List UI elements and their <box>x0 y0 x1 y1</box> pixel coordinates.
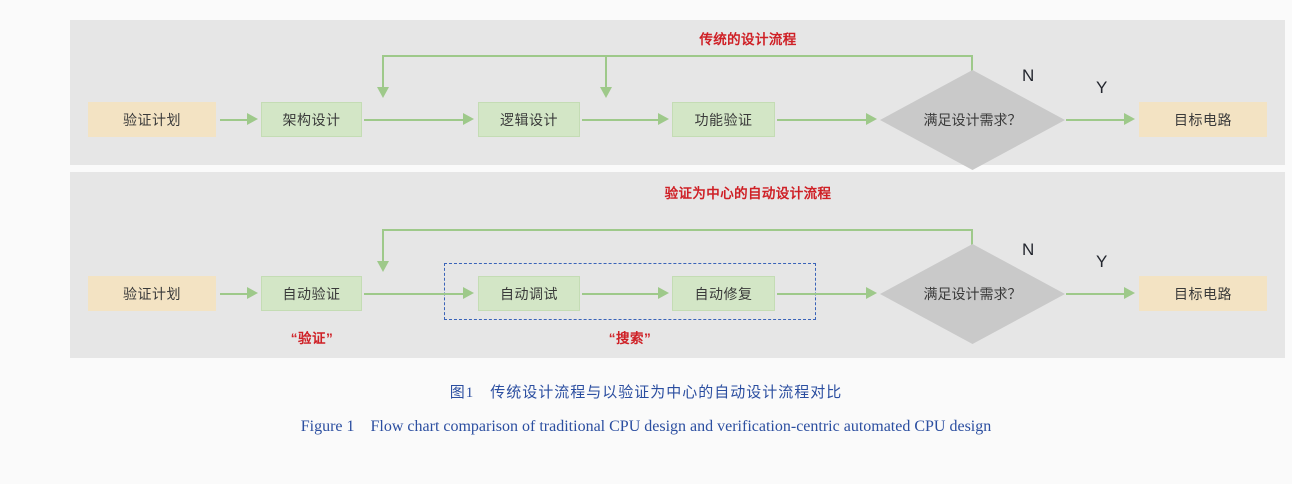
panel-traditional-flow: 传统的设计流程 验证计划 架构设计 逻辑设计 功能验证 满足设计需求？ 目标电路 <box>70 20 1285 170</box>
arrow-step2-to-step3 <box>658 113 669 125</box>
arrow-step3-to-decision <box>866 113 877 125</box>
feedback-line-right-down <box>971 55 973 73</box>
connector-start-to-step1-2 <box>220 293 249 295</box>
node-decision-meets-requirements: 满足设计需求？ <box>880 70 1065 170</box>
feedback-line-right-down-2 <box>971 229 973 247</box>
arrow-step1-to-step2-2 <box>463 287 474 299</box>
node-decision-meets-requirements-2: 满足设计需求？ <box>880 244 1065 344</box>
decision-label-2: 满足设计需求？ <box>923 286 1022 302</box>
branch-label-no: N <box>1022 66 1035 85</box>
arrow-decision-to-end-2 <box>1124 287 1135 299</box>
branch-label-yes-2: Y <box>1096 252 1108 271</box>
feedback-drop-step1 <box>382 55 384 89</box>
node-target-circuit-2: 目标电路 <box>1139 276 1267 311</box>
node-verification-plan: 验证计划 <box>88 102 216 137</box>
feedback-drop-step2 <box>605 55 607 89</box>
panel-automated-flow: 验证为中心的自动设计流程 验证计划 自动验证 自动调试 自动修复 满足设计需求？… <box>70 172 1285 358</box>
node-functional-verification: 功能验证 <box>672 102 775 137</box>
arrow-step1-to-step2 <box>463 113 474 125</box>
branch-label-yes: Y <box>1096 78 1108 97</box>
connector-step1-to-step2 <box>364 119 464 121</box>
node-auto-repair: 自动修复 <box>672 276 775 311</box>
arrow-start-to-step1-2 <box>247 287 258 299</box>
connector-decision-to-end <box>1066 119 1125 121</box>
node-architecture-design: 架构设计 <box>261 102 362 137</box>
node-verification-plan-2: 验证计划 <box>88 276 216 311</box>
connector-step3-to-decision-2 <box>777 293 867 295</box>
arrow-start-to-step1 <box>247 113 258 125</box>
node-target-circuit: 目标电路 <box>1139 102 1267 137</box>
feedback-line-horizontal-2 <box>382 229 972 231</box>
node-auto-verification: 自动验证 <box>261 276 362 311</box>
panel-2-title: 验证为中心的自动设计流程 <box>664 186 832 201</box>
feedback-line-horizontal <box>382 55 972 57</box>
arrow-decision-to-end <box>1124 113 1135 125</box>
panel-1-title: 传统的设计流程 <box>699 32 797 47</box>
branch-label-no-2: N <box>1022 240 1035 259</box>
search-group-dashed-box <box>444 263 816 320</box>
tag-verification: “验证” <box>290 331 334 346</box>
figure-caption-chinese: 图1 传统设计流程与以验证为中心的自动设计流程对比 <box>449 385 843 401</box>
feedback-arrow-step2 <box>600 87 612 98</box>
connector-decision-to-end-2 <box>1066 293 1125 295</box>
connector-start-to-step1 <box>220 119 249 121</box>
tag-search: “搜索” <box>608 331 652 346</box>
arrow-step3-to-decision-2 <box>866 287 877 299</box>
node-logic-design: 逻辑设计 <box>478 102 580 137</box>
feedback-arrow-step1 <box>377 87 389 98</box>
connector-step1-to-step2-2 <box>364 293 464 295</box>
feedback-drop-step1-2 <box>382 229 384 263</box>
connector-step2-to-step3-2 <box>582 293 659 295</box>
connector-step3-to-decision <box>777 119 867 121</box>
node-auto-debug: 自动调试 <box>478 276 580 311</box>
figure-caption-english: Figure 1 Flow chart comparison of tradit… <box>300 418 992 435</box>
decision-label: 满足设计需求？ <box>923 112 1022 128</box>
connector-step2-to-step3 <box>582 119 659 121</box>
feedback-arrow-step1-2 <box>377 261 389 272</box>
arrow-step2-to-step3-2 <box>658 287 669 299</box>
